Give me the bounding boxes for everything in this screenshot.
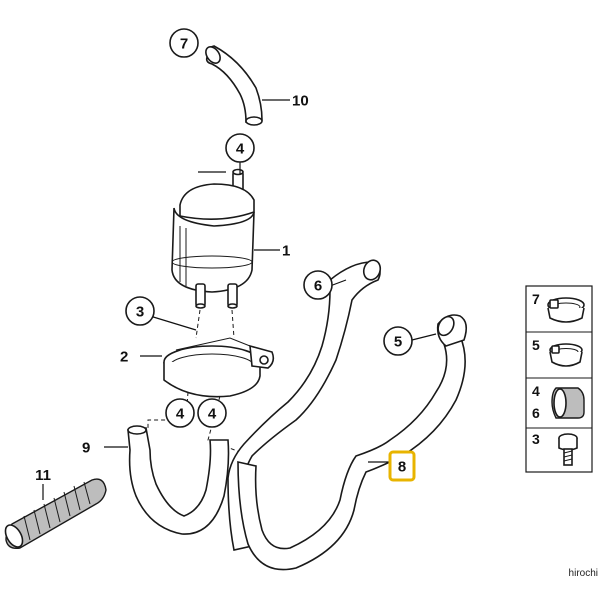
callout-7: 7 — [169, 28, 199, 58]
hose-clamp-icon — [547, 297, 585, 323]
legend-panel: 7 5 4 6 — [525, 285, 593, 473]
callout-6: 6 — [303, 270, 333, 300]
part-1-fuel-filter — [171, 168, 255, 309]
callout-4-right-label: 4 — [208, 406, 217, 423]
callout-2-label: 2 — [120, 349, 128, 366]
callout-4-top-label: 4 — [236, 141, 245, 158]
screw-icon — [558, 433, 578, 466]
band-clamp-icon — [551, 387, 585, 419]
callout-7-label: 7 — [180, 36, 188, 53]
callout-5-label: 5 — [394, 334, 402, 351]
small-clamp-icon — [549, 343, 583, 367]
legend-row-4-6: 4 6 — [532, 383, 585, 421]
legend-row-6-label: 6 — [532, 405, 540, 421]
legend-row-7: 7 — [532, 291, 585, 323]
callout-4-left-label: 4 — [176, 406, 185, 423]
callout-1-label: 1 — [282, 243, 290, 260]
callout-9-label: 9 — [82, 440, 90, 457]
part-8-hose — [237, 334, 466, 571]
part-11-sleeve — [4, 478, 107, 550]
callout-8-label: 8 — [398, 459, 406, 476]
callout-3-label: 3 — [136, 304, 144, 321]
callout-10-label: 10 — [292, 93, 309, 110]
part-5-hose-end — [436, 314, 468, 347]
legend-row-3: 3 — [532, 431, 578, 466]
callout-4-top: 4 — [225, 133, 255, 163]
legend-row-5: 5 — [532, 337, 583, 367]
callout-5: 5 — [383, 326, 413, 356]
part-2-clamp — [163, 337, 275, 398]
callout-3: 3 — [125, 296, 155, 326]
callout-4-left: 4 — [165, 398, 195, 428]
legend-row-4-label: 4 — [532, 383, 540, 399]
callout-4-right: 4 — [197, 398, 227, 428]
callout-6-label: 6 — [314, 278, 322, 295]
legend-row-3-label: 3 — [532, 431, 540, 447]
callout-11-label: 11 — [35, 467, 51, 484]
part-9-hose — [127, 425, 230, 535]
callout-8-highlighted: 8 — [388, 450, 416, 482]
watermark-text: hirochi — [569, 568, 598, 579]
leader-5 — [411, 333, 437, 341]
legend-row-7-label: 7 — [532, 291, 540, 307]
legend-row-5-label: 5 — [532, 337, 540, 353]
part-10-hose — [205, 45, 263, 126]
leader-3 — [149, 315, 197, 331]
